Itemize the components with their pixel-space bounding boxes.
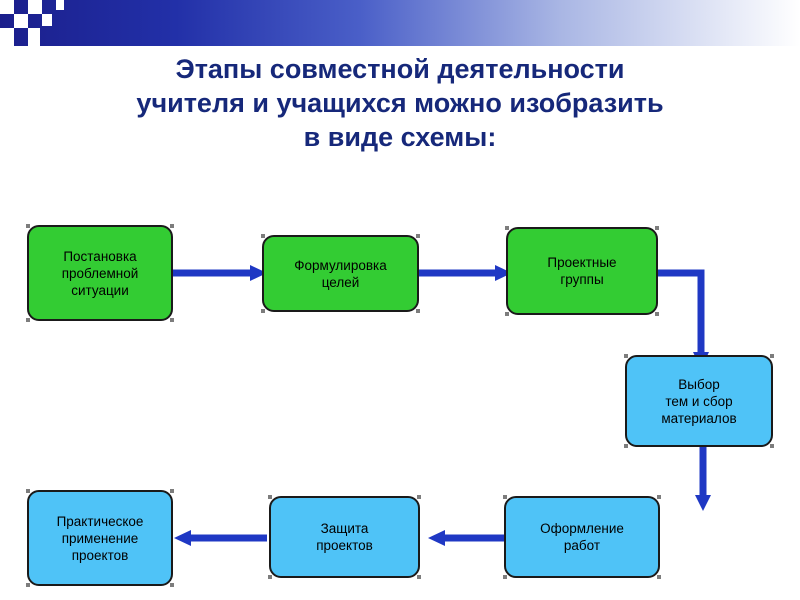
node-label: Выбор тем и сбор материалов [661, 376, 737, 426]
arrow-n5-to-n6 [426, 528, 506, 548]
node-label: Практическое применение проектов [56, 513, 144, 563]
node-label: Защита проектов [316, 521, 373, 553]
arrow-n2-to-n3 [417, 263, 513, 283]
node-zashchita-proektov[interactable]: Защита проектов [268, 495, 421, 579]
arrow-n4-to-n5 [691, 443, 715, 513]
node-oformlenie-rabot[interactable]: Оформление работ [503, 495, 661, 579]
node-prakticheskoe-primenenie-proektov[interactable]: Практическое применение проектов [26, 489, 174, 587]
node-label: Формулировка целей [294, 257, 387, 290]
node-label: Оформление работ [540, 521, 624, 553]
node-postanovka-problemnoi-situatsii[interactable]: Постановка проблемной ситуации [26, 224, 174, 322]
arrow-n1-to-n2 [170, 263, 268, 283]
node-vybor-tem-i-sbor-materialov[interactable]: Выбор тем и сбор материалов [624, 354, 774, 448]
title-line-3: в виде схемы: [303, 122, 497, 152]
corner-squares-decoration [0, 0, 120, 46]
title-line-1: Этапы совместной деятельности [175, 54, 625, 84]
node-label: Проектные группы [547, 255, 617, 287]
title-line-2: учителя и учащихся можно изобразить [136, 88, 664, 118]
header-banner-decoration [0, 0, 800, 46]
node-formulirovka-tselei[interactable]: Формулировка целей [261, 234, 420, 313]
node-label: Постановка проблемной ситуации [61, 248, 139, 298]
slide-title: Этапы совместной деятельности учителя и … [40, 52, 760, 154]
arrow-n6-to-n7 [172, 528, 268, 548]
node-proektnye-gruppy[interactable]: Проектные группы [505, 226, 659, 316]
